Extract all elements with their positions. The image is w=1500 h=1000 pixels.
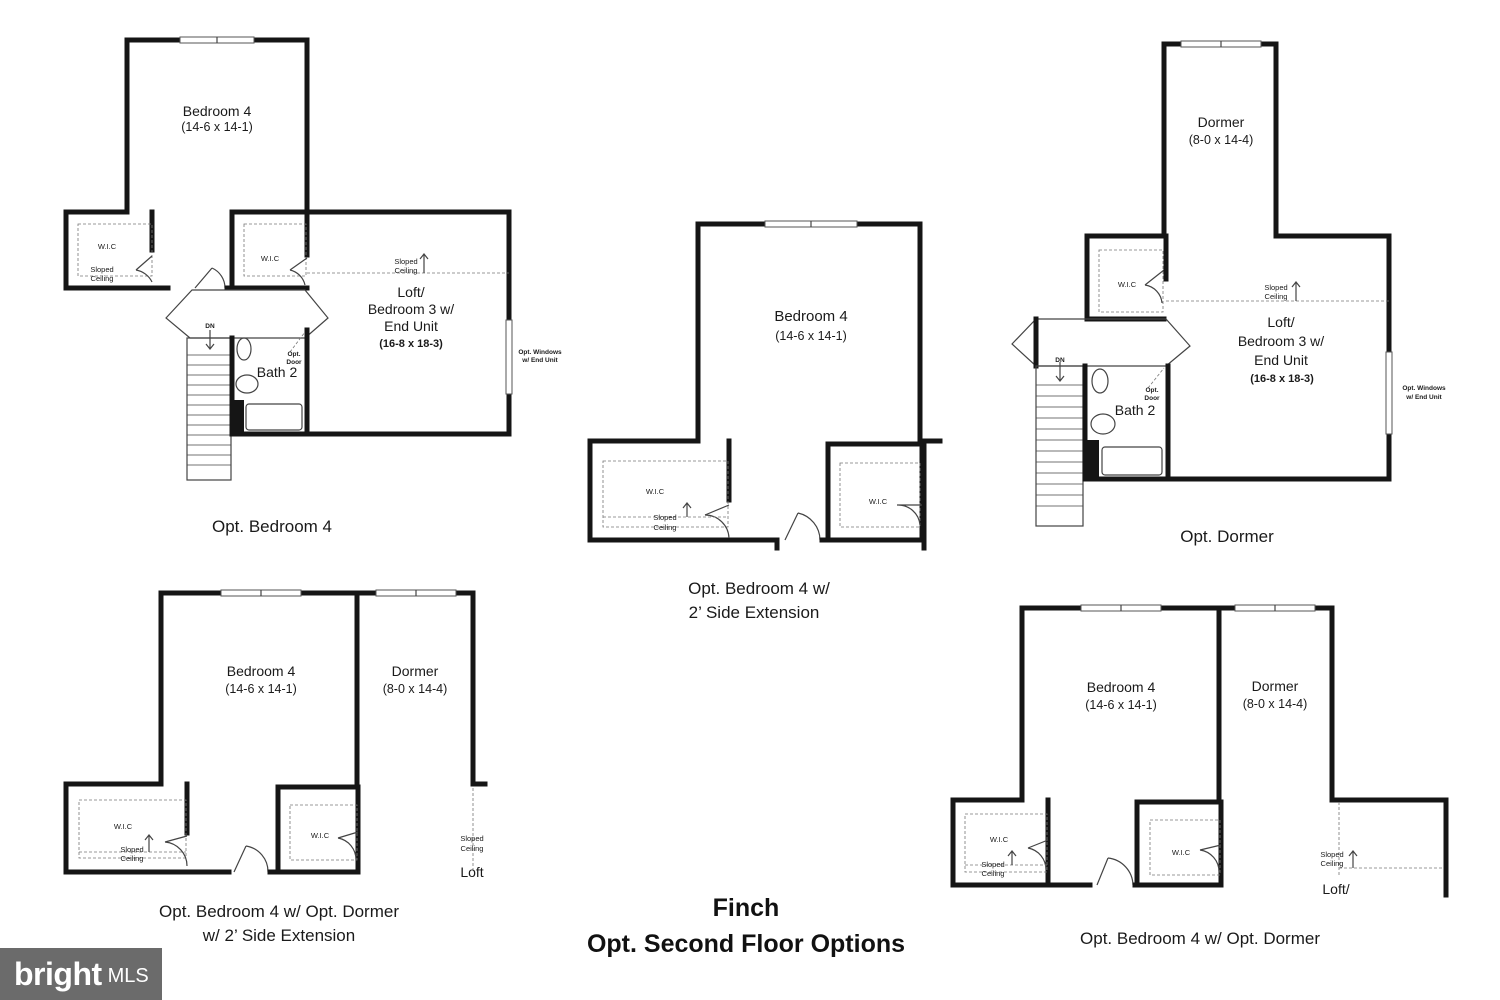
sloped-label: Sloped [394,257,417,266]
wic-label: W.I.C [114,822,133,831]
dormer-dimension: (8-0 x 14-4) [383,682,448,696]
plan-opt-dormer: Dormer (8-0 x 14-4) W.I.C Sloped Ceiling… [1011,40,1446,546]
bath-label: Bath 2 [1115,402,1156,418]
dormer-label: Dormer [392,663,439,679]
loft-label: Loft/ [397,284,424,300]
loft-label: Bedroom 3 w/ [1238,333,1324,349]
plan-caption: w/ 2’ Side Extension [202,926,355,945]
dormer-label: Dormer [1198,114,1245,130]
wic-label: W.I.C [98,242,117,251]
wic-label: W.I.C [311,831,330,840]
wic-label: W.I.C [646,487,665,496]
bath-label: Bath 2 [257,364,298,380]
plan-opt-bedroom-4-dormer-side-extension: Bedroom 4 (14-6 x 14-1) Dormer (8-0 x 14… [63,589,488,945]
dormer-label: Dormer [1252,678,1299,694]
wic-label: W.I.C [261,254,280,263]
bedroom-label: Bedroom 4 [227,663,296,679]
watermark-brand: bright [14,955,102,992]
plan-caption: Opt. Bedroom 4 w/ Opt. Dormer [1080,929,1320,948]
opt-door-label: Door [1144,395,1160,402]
bedroom-dimension: (14-6 x 14-1) [181,120,253,134]
opt-door-label: Door [286,359,302,366]
loft-label: Loft/ [1322,881,1349,897]
plan-caption: 2’ Side Extension [689,603,820,622]
sloped-label: Sloped [460,834,483,843]
loft-label: End Unit [1254,352,1308,368]
ceiling-label: Ceiling [1321,859,1344,868]
opt-window [505,319,513,395]
sloped-label: Sloped [981,860,1004,869]
plan-opt-bedroom-4-dormer: Bedroom 4 (14-6 x 14-1) Dormer (8-0 x 14… [950,604,1449,948]
wic-label: W.I.C [990,835,1009,844]
watermark-suffix: MLS [107,964,149,987]
ceiling-label: Ceiling [461,844,484,853]
plan-caption: Opt. Bedroom 4 w/ Opt. Dormer [159,902,399,921]
bedroom-label: Bedroom 4 [1087,679,1156,695]
plan-caption: Opt. Dormer [1180,527,1274,546]
ceiling-label: Ceiling [91,274,114,283]
opt-windows-label: Opt. Windows [518,349,562,356]
stair-down-label: DN [1055,357,1065,364]
bedroom-dimension: (14-6 x 14-1) [1085,698,1157,712]
sloped-label: Sloped [1320,850,1343,859]
wic-label: W.I.C [869,497,888,506]
sheet-title: Finch [713,894,780,922]
plan-opt-bedroom-4-side-extension: Bedroom 4 (14-6 x 14-1) W.I.C Sloped Cei… [587,220,943,622]
loft-label: Bedroom 3 w/ [368,301,454,317]
plan-caption: Opt. Bedroom 4 [212,517,332,536]
opt-windows-label: w/ End Unit [521,357,558,364]
plan-opt-bedroom-4: Bedroom 4 (14-6 x 14-1) W.I.C Sloped Cei… [63,36,562,536]
opt-windows-label: Opt. Windows [1402,385,1446,392]
loft-dimension: (16-8 x 18-3) [1250,373,1314,385]
loft-label: Loft [460,864,483,880]
opt-door-label: Opt. [1146,387,1159,394]
sloped-label: Sloped [653,513,676,522]
wic-label: W.I.C [1172,848,1191,857]
bright-mls-watermark: bright MLS [0,948,162,1000]
opt-window [1385,351,1393,435]
ceiling-label: Ceiling [121,854,144,863]
bedroom-label: Bedroom 4 [774,308,847,325]
bedroom-label: Bedroom 4 [183,103,252,119]
dormer-dimension: (8-0 x 14-4) [1189,133,1254,147]
plan-caption: Opt. Bedroom 4 w/ [688,579,830,598]
wic-label: W.I.C [1118,280,1137,289]
loft-label: Loft/ [1267,314,1294,330]
loft-dimension: (16-8 x 18-3) [379,338,443,350]
ceiling-label: Ceiling [1265,292,1288,301]
ceiling-label: Ceiling [654,523,677,532]
opt-windows-label: w/ End Unit [1405,394,1442,401]
sloped-label: Sloped [120,845,143,854]
sheet-subtitle: Opt. Second Floor Options [587,930,905,958]
bedroom-dimension: (14-6 x 14-1) [225,682,297,696]
sloped-label: Sloped [1264,283,1287,292]
stair-down-label: DN [205,323,215,330]
ceiling-label: Ceiling [982,869,1005,878]
opt-door-label: Opt. [288,351,301,358]
dormer-dimension: (8-0 x 14-4) [1243,697,1308,711]
loft-label: End Unit [384,318,438,334]
bedroom-dimension: (14-6 x 14-1) [775,329,847,343]
sloped-label: Sloped [90,265,113,274]
ceiling-label: Ceiling [395,266,418,275]
